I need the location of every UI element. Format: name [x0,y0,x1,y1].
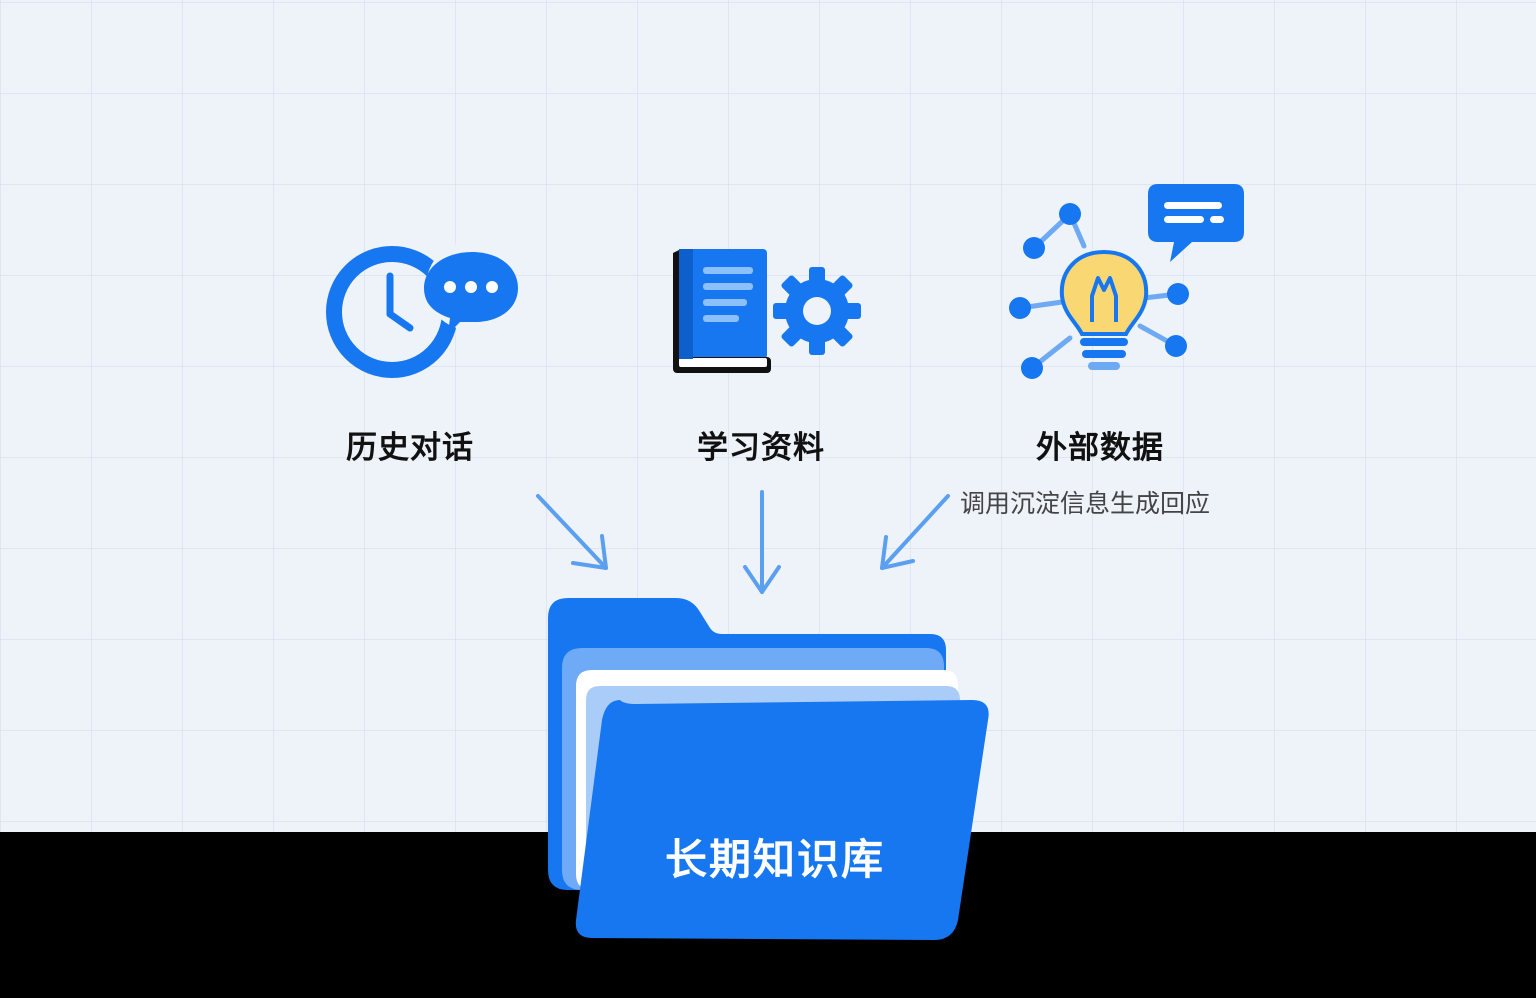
folder-label: 长期知识库 [664,835,885,884]
arrow-materials-to-folder [743,490,781,594]
folder-icon [548,598,989,940]
source-label-history: 历史对话 [346,430,474,466]
source-label-materials: 学习资料 [697,430,825,466]
external-data-note: 调用沉淀信息生成回应 [960,489,1211,518]
arrow-history-to-folder [536,494,608,570]
arrow-external-to-folder [880,494,950,570]
book-gear-icon [673,249,861,373]
lightbulb-network-icon [1009,184,1244,379]
source-label-external: 外部数据 [1036,430,1164,466]
grid-background [0,0,1536,832]
clock-chat-icon [326,242,518,378]
